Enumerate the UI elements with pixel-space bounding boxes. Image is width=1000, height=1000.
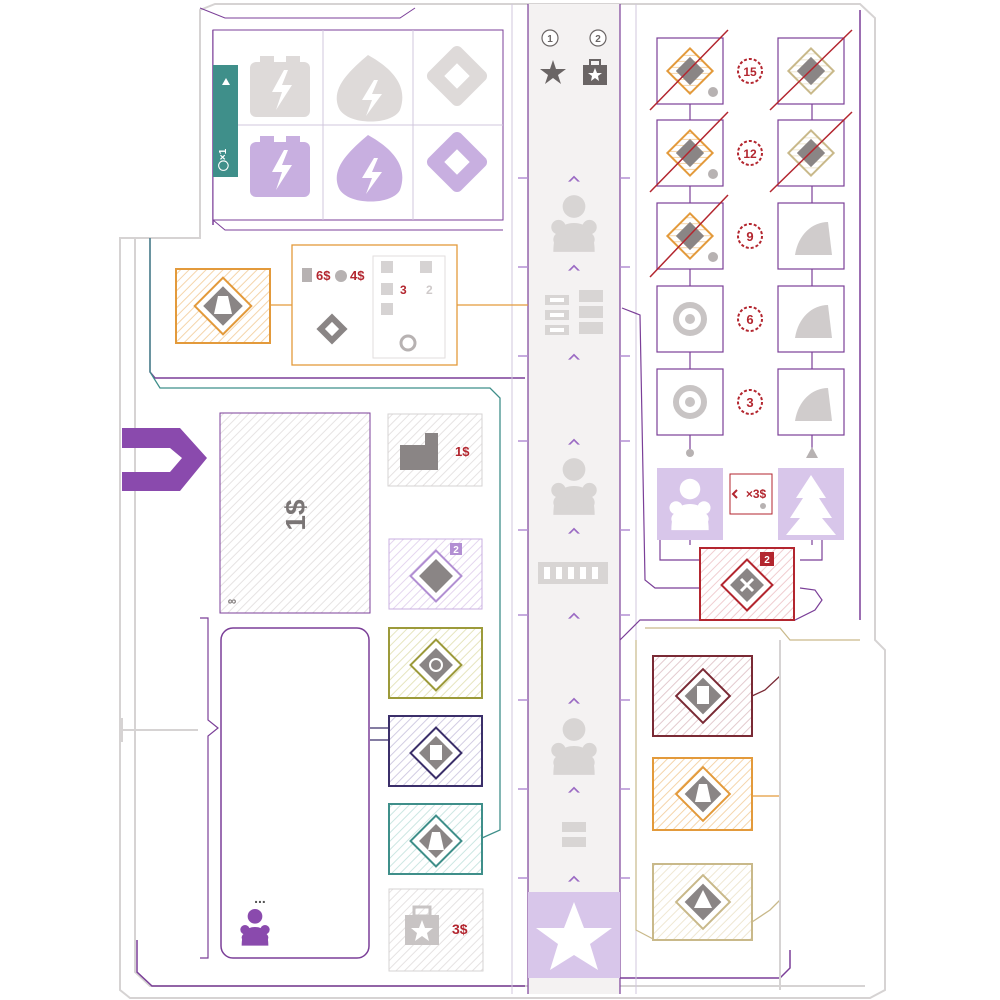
- orange-lower-tile[interactable]: [652, 757, 753, 831]
- build-cost: 1$: [455, 444, 470, 459]
- barrier-icon: [545, 290, 603, 335]
- svg-text:3: 3: [746, 395, 753, 410]
- tree-slot-icon: [795, 305, 832, 338]
- wreath-score-12: 12: [737, 140, 763, 166]
- tree-slot-icon: [795, 388, 832, 421]
- svg-text:×3$: ×3$: [746, 487, 767, 501]
- swap-box[interactable]: 3 2: [372, 255, 446, 359]
- energy-cost: 6$: [302, 268, 331, 283]
- side-label-text: ◯×1: [218, 148, 229, 171]
- fire-cost: 4$: [335, 268, 365, 283]
- gear-icon: [399, 334, 417, 352]
- upgrade-slot-right-1[interactable]: [769, 29, 853, 111]
- small-tile-navy[interactable]: [388, 715, 483, 787]
- tile-badge: 2: [453, 545, 459, 556]
- barrier-icon: [562, 822, 586, 847]
- gear-icon: [686, 449, 694, 457]
- diamond-icon: [426, 131, 488, 193]
- bottom-cost-tile[interactable]: 3$: [388, 888, 484, 972]
- orange-tile[interactable]: [175, 268, 271, 344]
- small-tile-purple[interactable]: 2: [388, 538, 483, 610]
- upgrade-price-label: ×3$: [729, 473, 773, 515]
- triangle-icon: [222, 78, 230, 85]
- repair-badge: 2: [764, 555, 770, 566]
- gear-icon: [673, 385, 707, 419]
- small-tile-olive[interactable]: [388, 627, 483, 699]
- navy-connector: [370, 727, 389, 741]
- upgrade-slot-right-2[interactable]: [769, 111, 853, 193]
- svg-text:9: 9: [746, 229, 753, 244]
- teal-connector: [149, 238, 501, 839]
- flask-icon: [695, 784, 711, 802]
- worker-upgrade-slot[interactable]: [657, 468, 723, 540]
- star-icon: [540, 60, 566, 84]
- swap-left-count: 3: [400, 283, 407, 297]
- card-bracket: [200, 617, 219, 959]
- track-side-ticks: [518, 177, 630, 879]
- build-tile[interactable]: 1$: [387, 413, 483, 487]
- more-dots: ...: [254, 890, 266, 906]
- upgrade-slot-right-5[interactable]: [777, 368, 845, 436]
- tree-icon: [806, 447, 818, 458]
- upgrade-slot-left-3[interactable]: [649, 194, 729, 278]
- bottom-tile-cost: 3$: [452, 921, 468, 937]
- wreath-score-15: 15: [737, 58, 763, 84]
- coin-icon: [429, 658, 443, 672]
- document-icon: [430, 745, 442, 760]
- swap-right-count: 2: [426, 283, 433, 297]
- upgrade-slot-right-4[interactable]: [777, 285, 845, 353]
- tree-icon: [786, 475, 836, 535]
- gate-arrow: [122, 428, 207, 491]
- svg-text:6$: 6$: [316, 268, 331, 283]
- diamond-icon: [426, 45, 488, 107]
- flask-icon: [214, 296, 232, 314]
- khaki-tile[interactable]: [652, 863, 753, 941]
- infinity-icon: ∞: [228, 594, 237, 608]
- gear-icon: [673, 302, 707, 336]
- upgrade-slot-left-4[interactable]: [656, 285, 724, 353]
- upgrade-slot-right-3[interactable]: [777, 202, 845, 270]
- svg-text:15: 15: [743, 65, 757, 79]
- lower-right-frame: [635, 627, 860, 941]
- tools-icon: [739, 577, 755, 593]
- repair-tile[interactable]: 2: [699, 547, 795, 621]
- score-header: 1 2: [540, 29, 607, 85]
- wreath-score-6: 6: [737, 306, 763, 332]
- wreath-score-3: 3: [737, 389, 763, 415]
- barrier-icon: [538, 562, 608, 584]
- build-icon: [400, 433, 438, 470]
- wreath-score-9: 9: [737, 223, 763, 249]
- trophy-icon: [697, 686, 709, 704]
- upgrade-slot-left-1[interactable]: [649, 29, 729, 111]
- maroon-tile[interactable]: [652, 655, 753, 737]
- tree-icon: [694, 890, 712, 908]
- battery-bolt-icon: [250, 136, 310, 197]
- svg-text:12: 12: [743, 147, 757, 161]
- big-coin-card[interactable]: 1$ ∞: [219, 412, 371, 614]
- flask-icon: [428, 832, 444, 850]
- flame-bolt-icon: [336, 135, 403, 202]
- tree-upgrade-slot[interactable]: [778, 468, 844, 540]
- right-connectors: [751, 675, 781, 923]
- svg-text:4$: 4$: [350, 268, 365, 283]
- small-tile-teal[interactable]: [388, 803, 483, 875]
- big-card-value: 1$: [280, 499, 311, 531]
- tree-slot-icon: [795, 222, 832, 255]
- flame-bolt-icon: [336, 55, 403, 122]
- upgrade-slot-left-2[interactable]: [649, 111, 729, 193]
- goal-star-tile[interactable]: [528, 892, 620, 978]
- rank-2-label: 2: [595, 34, 601, 45]
- upgrade-slot-left-5[interactable]: [656, 368, 724, 436]
- briefcase-star-icon: [583, 59, 607, 85]
- player-card[interactable]: ...: [220, 627, 370, 959]
- market-diamond-icon: [316, 313, 348, 345]
- svg-text:6: 6: [746, 312, 753, 327]
- battery-bolt-icon: [250, 56, 310, 117]
- side-label-tab: ◯×1: [213, 65, 238, 177]
- rank-1-label: 1: [547, 34, 553, 45]
